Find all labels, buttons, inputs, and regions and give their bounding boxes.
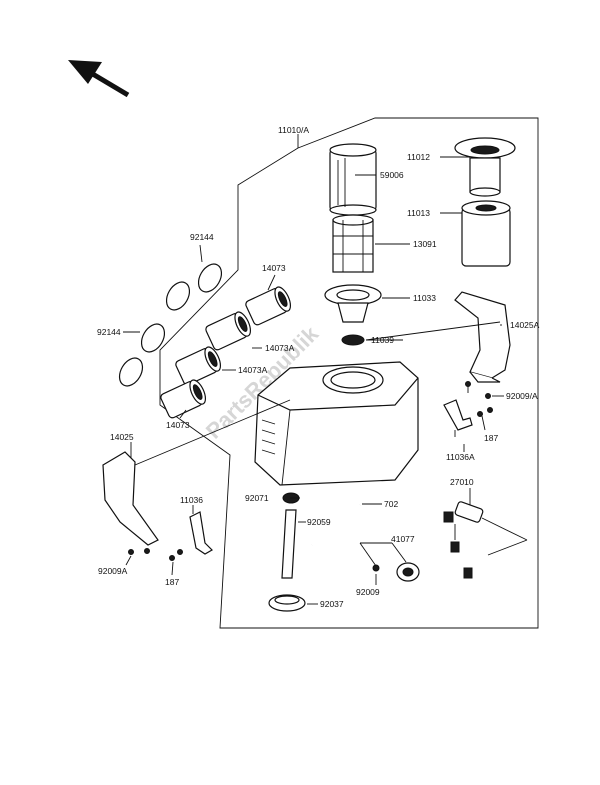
label-11012: 11012 <box>407 152 430 162</box>
label-14073A-2: 14073A <box>238 365 268 375</box>
label-187-right: 187 <box>484 433 498 443</box>
label-13091: 13091 <box>413 239 437 249</box>
label-27010: 27010 <box>450 477 474 487</box>
filter-cover-11012 <box>454 137 516 197</box>
bolts <box>128 381 493 572</box>
label-11033: 11033 <box>413 293 436 303</box>
hose-702 <box>311 504 362 547</box>
fitting-41077 <box>396 562 420 582</box>
bracket-11036A <box>443 399 473 431</box>
clamp-92037 <box>268 594 306 612</box>
filter-element-59006 <box>329 143 377 216</box>
label-92144-mid: 92144 <box>97 327 121 337</box>
side-cover-14025 <box>102 451 159 546</box>
label-11036: 11036 <box>180 495 203 505</box>
label-59006: 59006 <box>380 170 404 180</box>
label-14073-top: 14073 <box>262 263 286 273</box>
tube-92059 <box>281 509 297 579</box>
label-11039: 11039 <box>371 335 394 345</box>
label-14073A-1: 14073A <box>265 343 295 353</box>
direction-arrow-icon <box>68 60 130 98</box>
label-11036A: 11036A <box>446 452 475 462</box>
label-11010A: 11010/A <box>278 125 309 135</box>
label-92144-top: 92144 <box>190 232 214 242</box>
o-rings-92144 <box>118 263 223 387</box>
label-14025: 14025 <box>110 432 134 442</box>
label-92059: 92059 <box>307 517 331 527</box>
label-11013: 11013 <box>407 208 430 218</box>
label-92037: 92037 <box>320 599 344 609</box>
label-14025A: 14025A <box>510 320 540 330</box>
label-92009A-right: 92009/A <box>506 391 538 401</box>
bracket-11036 <box>189 511 213 555</box>
label-14073-bot: 14073 <box>166 420 190 430</box>
label-92009A-left: 92009A <box>98 566 128 576</box>
filter-frame-13091 <box>332 214 374 273</box>
label-41077: 41077 <box>391 534 415 544</box>
grommet-11039 <box>341 334 365 346</box>
side-cover-14025A <box>454 291 511 383</box>
label-702: 702 <box>384 499 398 509</box>
switch-27010 <box>443 501 484 579</box>
filter-cap-11033 <box>324 284 382 323</box>
filter-sponge-11013 <box>461 200 511 267</box>
label-92071: 92071 <box>245 493 269 503</box>
intake-ducts-14073 <box>160 286 292 419</box>
part-labels: 11010/A 59006 13091 11033 11039 11012 11… <box>97 125 540 609</box>
assembly-outline <box>159 117 539 629</box>
label-92009: 92009 <box>356 587 380 597</box>
air-box-housing <box>254 361 419 486</box>
label-187-left: 187 <box>165 577 179 587</box>
leader-lines <box>123 156 528 605</box>
